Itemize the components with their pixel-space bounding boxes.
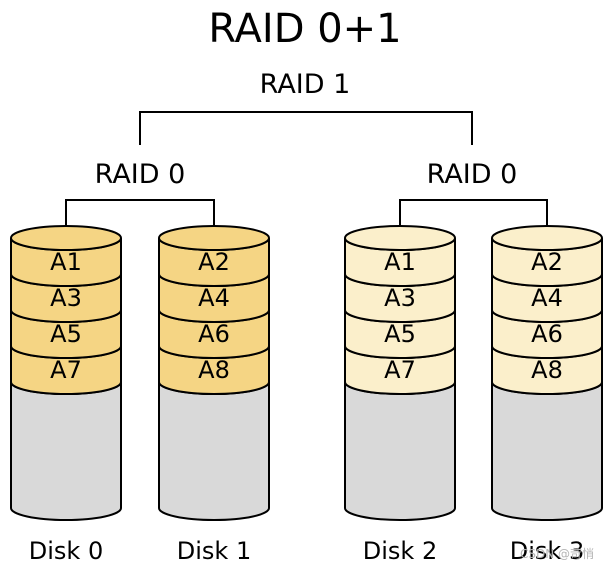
disk-label: Disk 0 — [29, 537, 103, 565]
block-label: A2 — [198, 248, 230, 276]
block-label: A2 — [531, 248, 563, 276]
block-label: A7 — [50, 356, 82, 384]
disk-top-cap — [158, 225, 270, 251]
raid1-connector — [139, 111, 473, 145]
raid0-left-connector — [65, 199, 215, 234]
disk-empty-space — [344, 381, 456, 521]
watermark: CSDN @苛悄 — [520, 547, 594, 561]
disk-top-cap — [491, 225, 603, 251]
block-label: A4 — [198, 284, 230, 312]
block-label: A3 — [384, 284, 416, 312]
disk-top-cap — [10, 225, 122, 251]
block-label: A6 — [198, 320, 230, 348]
disk-label: Disk 1 — [177, 537, 251, 565]
block-label: A1 — [50, 248, 82, 276]
raid0-right-label: RAID 0 — [427, 159, 518, 190]
raid0-right-connector — [399, 199, 548, 234]
raid0-left-label: RAID 0 — [95, 159, 186, 190]
block-label: A3 — [50, 284, 82, 312]
block-label: A5 — [384, 320, 416, 348]
block-label: A6 — [531, 320, 563, 348]
disk-empty-space — [10, 381, 122, 521]
block-label: A7 — [384, 356, 416, 384]
block-label: A5 — [50, 320, 82, 348]
block-label: A4 — [531, 284, 563, 312]
disk-empty-space — [491, 381, 603, 521]
block-label: A8 — [198, 356, 230, 384]
disk-empty-space — [158, 381, 270, 521]
disk-top-cap — [344, 225, 456, 251]
disk-label: Disk 3 — [510, 537, 584, 565]
disk-label: Disk 2 — [363, 537, 437, 565]
raid1-label: RAID 1 — [260, 69, 351, 100]
block-label: A1 — [384, 248, 416, 276]
diagram-title: RAID 0+1 — [208, 6, 401, 52]
block-label: A8 — [531, 356, 563, 384]
